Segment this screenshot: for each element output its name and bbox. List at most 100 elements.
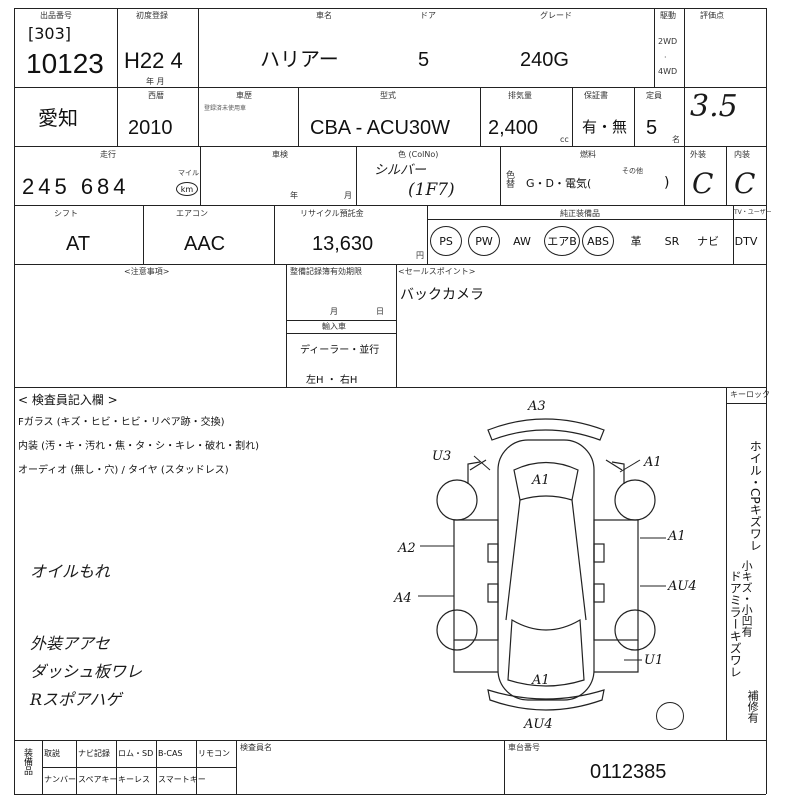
footer-item-row1-4: リモコン xyxy=(198,749,230,758)
drive-label: 駆動 xyxy=(660,11,676,20)
footer-item-row1-0: 取説 xyxy=(44,749,60,758)
equipment-2: AW xyxy=(513,234,531,248)
color-change-label: 色替 xyxy=(504,170,514,188)
mileage-unit-mile: マイル xyxy=(178,169,199,177)
shift-label: シフト xyxy=(54,209,78,218)
drive-2wd: 2WD xyxy=(658,37,678,46)
model-name: ハリアー xyxy=(260,49,339,71)
equipment-label: 純正装備品 xyxy=(560,209,600,218)
mark-a4: A4 xyxy=(393,591,412,606)
mark-a3: A3 xyxy=(527,399,546,414)
mark-a2: A2 xyxy=(397,541,416,556)
shift: AT xyxy=(66,233,91,255)
inspection-year: 年 xyxy=(290,191,298,200)
fuel-other: その他 xyxy=(622,167,643,175)
key-label: キーロック xyxy=(730,390,770,399)
warranty: 有・無 xyxy=(582,118,628,136)
displacement-unit: cc xyxy=(560,135,569,144)
equipment-6: SR xyxy=(664,234,680,248)
footer-item-row2-1: スペアキー xyxy=(78,775,118,784)
footer-item-row1-2: ロム・SD xyxy=(118,749,154,758)
year: 2010 xyxy=(128,117,173,139)
year-label: 西暦 xyxy=(148,91,164,100)
color-value: シルバー xyxy=(374,163,427,178)
recycle: 13,630 xyxy=(312,233,374,255)
windshield-line: Fガラス (キズ・ヒビ・ヒビ・リペア跡・交換) xyxy=(18,417,225,428)
first-reg-label: 初度登録 xyxy=(136,11,168,20)
doors: 5 xyxy=(418,49,430,71)
note-dash: ダッシュ板ワレ xyxy=(30,662,143,681)
steering: 左H ・ 右H xyxy=(306,375,358,386)
right-note-wheel: ホイル・CPキズワレ xyxy=(748,440,763,552)
score: 3.5 xyxy=(690,89,738,124)
fuel-options: G・D・電気( xyxy=(526,177,592,190)
mark-a1-rear: A1 xyxy=(531,673,550,688)
round-mark xyxy=(656,702,684,730)
footer-item-row2-0: ナンバー xyxy=(44,775,76,784)
fuel-close: ) xyxy=(664,175,670,191)
footer-item-row2-2: キーレス xyxy=(118,775,150,784)
note-exterior: 外装アアセ xyxy=(30,634,110,653)
import-label: 輸入車 xyxy=(322,322,346,331)
items-label: 装備品 xyxy=(22,748,32,775)
exterior-grade: C xyxy=(692,167,714,200)
inspection-label: 車検 xyxy=(272,150,288,159)
fuel-label: 燃料 xyxy=(580,150,596,159)
serial-number: 0112385 xyxy=(590,761,667,783)
history-note: 登録済未使用車 xyxy=(204,105,247,112)
mark-a1-fr: A1 xyxy=(643,455,662,470)
capacity-unit: 名 xyxy=(672,135,680,144)
mileage-label: 走行 xyxy=(100,150,116,159)
ledger-label: 整備記録簿有効期限 xyxy=(290,267,362,276)
capacity: 5 xyxy=(646,117,658,139)
first-reg-value: H22 4 xyxy=(124,48,183,73)
exhibit-label: 出品番号 xyxy=(40,11,72,20)
recycle-unit: 円 xyxy=(416,251,424,260)
lot-number: 10123 xyxy=(26,48,104,79)
color-code: (1F7) xyxy=(408,180,455,200)
drive-4wd: 4WD xyxy=(658,67,678,76)
equipment-8: DTV xyxy=(734,234,758,248)
audio-line: オーディオ (無し・穴) / タイヤ (スタッドレス) xyxy=(18,465,229,476)
grade: 240G xyxy=(520,49,569,71)
capacity-label: 定員 xyxy=(646,91,662,100)
sales-label: <セールスポイント> xyxy=(398,267,476,276)
mark-u1: U1 xyxy=(644,653,663,668)
right-note-mirror: ドアミラーキズワレ xyxy=(728,570,743,678)
footer-item-row1-1: ナビ記録 xyxy=(78,749,110,758)
color-label: 色 (ColNo) xyxy=(398,150,439,159)
caution-label: <注意事項> xyxy=(124,267,170,276)
history-label: 車歴 xyxy=(236,91,252,100)
mileage-unit-km: km xyxy=(176,182,198,196)
footer-item-row1-3: B-CAS xyxy=(158,749,183,758)
note-oil-leak: オイルもれ xyxy=(30,562,111,581)
import-type: ディーラー・並行 xyxy=(300,345,380,356)
equipment-5: 革 xyxy=(630,235,642,248)
grade-label: グレード xyxy=(540,11,572,20)
ac: AAC xyxy=(184,233,226,255)
equipment-3: エアB xyxy=(544,226,580,256)
interior-line: 内装 (汚・キ・汚れ・焦・タ・シ・キレ・破れ・割れ) xyxy=(18,441,259,452)
exterior-label: 外装 xyxy=(690,150,706,159)
ac-label: エアコン xyxy=(176,209,208,218)
score-label: 評価点 xyxy=(700,11,724,20)
inspection-month: 月 xyxy=(344,191,352,200)
model-code-label: 型式 xyxy=(380,91,396,100)
model-name-label: 車名 xyxy=(316,11,332,20)
model-code: CBA - ACU30W xyxy=(310,117,451,139)
displacement-label: 排気量 xyxy=(508,91,532,100)
ledger-day: 日 xyxy=(376,307,384,316)
displacement: 2,400 xyxy=(488,117,539,139)
inspector-title: < 検査員記入欄 > xyxy=(18,393,118,407)
equipment-0: PS xyxy=(430,226,462,256)
door-label: ドア xyxy=(420,11,436,20)
mark-a1-top: A1 xyxy=(531,473,550,488)
note-spoiler: Rスポアハゲ xyxy=(30,690,122,709)
sales-point: バックカメラ xyxy=(400,287,484,303)
inspector-name-label: 検査員名 xyxy=(240,743,272,752)
equipment-1: PW xyxy=(468,226,500,256)
first-reg-unit: 年 月 xyxy=(146,77,165,86)
serial-label: 車台番号 xyxy=(508,743,540,752)
